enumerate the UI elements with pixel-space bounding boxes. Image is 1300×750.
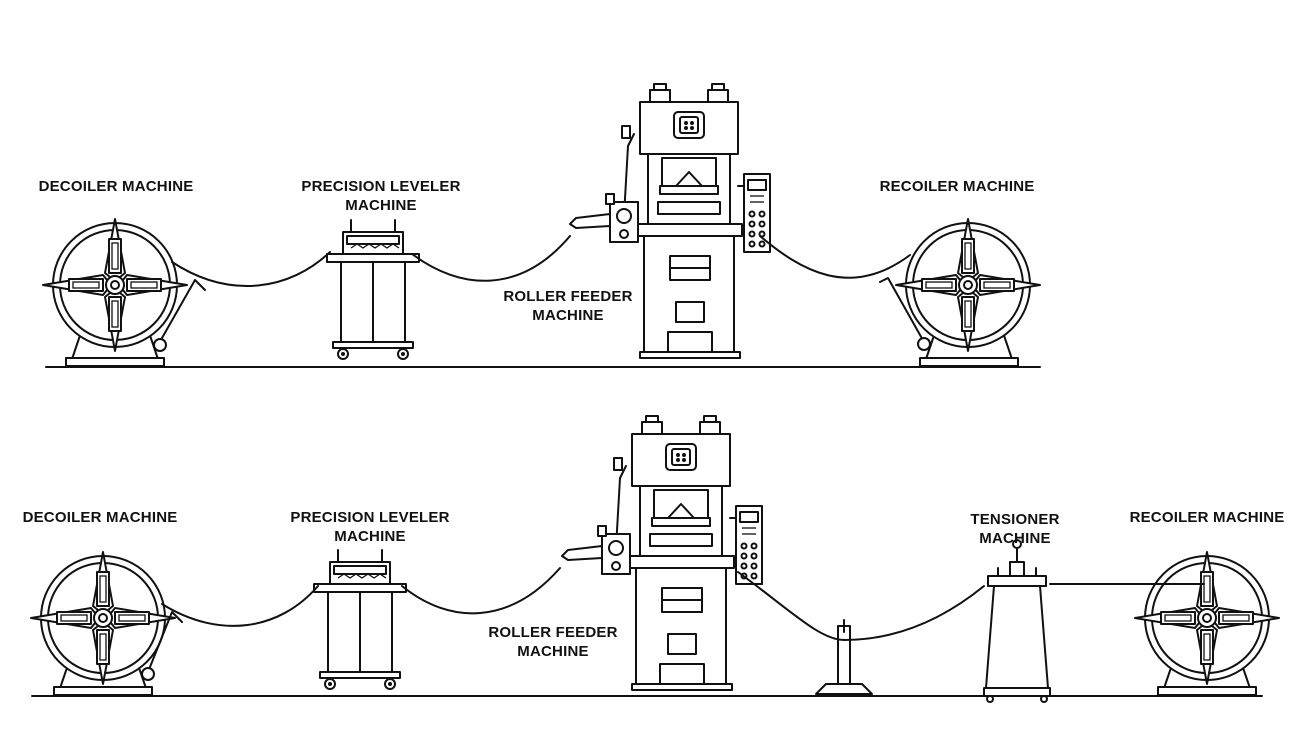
bottom-strip-path [161,567,1205,641]
bottom-leveler-label-line2: MACHINE [334,528,405,545]
bottom-press-with-roller-feeder [561,415,763,691]
top-recoiler-label: RECOILER MACHINE [880,178,1035,195]
top-feeder-label-line1: ROLLER FEEDER [503,288,632,305]
bottom-loop-stand [815,619,873,695]
bottom-tensioner-label-line2: MACHINE [979,530,1050,547]
top-leveler-label-line1: PRECISION LEVELER [301,178,460,195]
bottom-recoiler-label: RECOILER MACHINE [1130,509,1285,526]
top-decoiler-label: DECOILER MACHINE [39,178,194,195]
top-feeder-label-line2: MACHINE [532,307,603,324]
top-line: DECOILER MACHINE PRECISION LEVELER MACHI… [39,83,1041,368]
top-decoiler-machine [42,218,206,367]
bottom-decoiler-label: DECOILER MACHINE [23,509,178,526]
top-strip-path [171,235,911,287]
bottom-feeder-label-line1: ROLLER FEEDER [488,624,617,641]
bottom-decoiler-machine [30,551,183,696]
top-leveler-label-line2: MACHINE [345,197,416,214]
top-precision-leveler-machine [326,219,420,360]
bottom-recoiler-machine [1134,551,1280,696]
bottom-tensioner-label-line1: TENSIONER [970,511,1059,528]
bottom-precision-leveler-machine [313,549,407,690]
bottom-tensioner-machine [983,539,1051,703]
top-recoiler-machine [879,218,1041,367]
bottom-leveler-label-line1: PRECISION LEVELER [290,509,449,526]
bottom-line: DECOILER MACHINE PRECISION LEVELER MACHI… [23,415,1285,703]
bottom-feeder-label-line2: MACHINE [517,643,588,660]
